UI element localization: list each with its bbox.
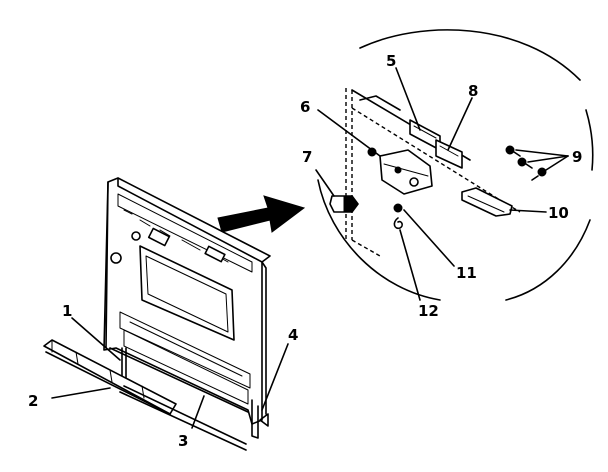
part-3-bottom-channel bbox=[119, 385, 247, 451]
part-9-screws bbox=[505, 145, 547, 181]
callout-5: 5 bbox=[386, 52, 396, 70]
callout-3: 3 bbox=[178, 432, 188, 450]
callout-labels: 1 2 3 4 5 6 7 8 9 10 11 12 bbox=[28, 52, 582, 450]
callout-6: 6 bbox=[300, 98, 310, 116]
callout-8: 8 bbox=[468, 82, 478, 100]
callout-11: 11 bbox=[456, 264, 477, 282]
callout-9: 9 bbox=[572, 148, 582, 166]
oven-door bbox=[103, 177, 271, 425]
callout-7: 7 bbox=[302, 148, 312, 166]
callout-4: 4 bbox=[288, 326, 298, 344]
callout-1: 1 bbox=[62, 302, 72, 320]
part-11-washer bbox=[393, 203, 403, 213]
part-10-strike-bar bbox=[461, 187, 513, 217]
leader-lines bbox=[51, 67, 569, 429]
part-4-hinge-rod bbox=[251, 399, 269, 439]
detail-door-edge bbox=[345, 88, 521, 257]
part-7-knob bbox=[329, 195, 359, 213]
magnify-arrow-icon bbox=[217, 195, 306, 233]
part-12-spring-clip bbox=[393, 217, 403, 230]
part-6-latch-assembly bbox=[367, 147, 433, 195]
callout-12: 12 bbox=[418, 302, 439, 320]
callout-10: 10 bbox=[548, 204, 569, 222]
callout-2: 2 bbox=[28, 392, 38, 410]
part-8-latch-plate bbox=[435, 139, 463, 169]
